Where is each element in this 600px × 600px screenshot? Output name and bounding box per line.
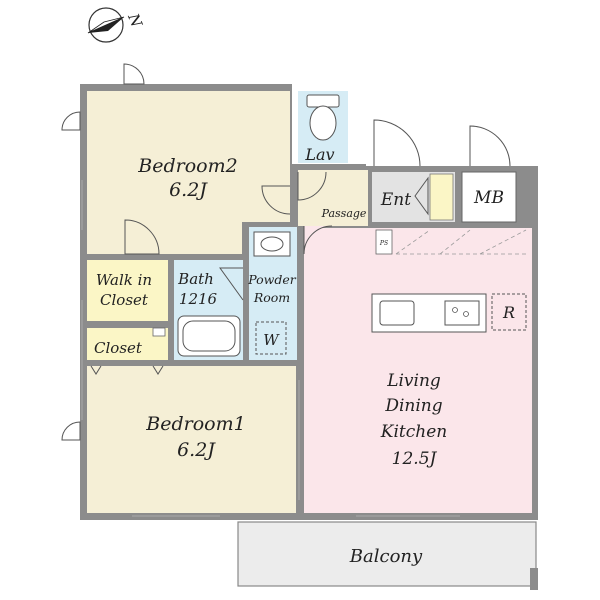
meter-box — [461, 171, 517, 223]
bedroom1-size: 6.2J — [177, 439, 216, 461]
bedroom2-size: 6.2J — [169, 179, 208, 201]
entrance-label: Ent — [380, 190, 411, 210]
passage-label: Passage — [321, 207, 367, 220]
ldk-line3: Kitchen — [380, 422, 447, 442]
kitchen-counter — [371, 293, 487, 333]
closet-label: Closet — [94, 339, 143, 357]
bath-line1: Bath — [177, 270, 214, 288]
powder-room-line1: Powder — [247, 272, 297, 287]
washer-space — [255, 321, 287, 355]
lav-label: Lav — [304, 145, 334, 164]
balcony-post — [530, 568, 538, 590]
balcony-floor — [237, 521, 537, 587]
ldk-line1: Living — [386, 371, 441, 391]
balcony-label: Balcony — [349, 546, 423, 567]
meter-box-label: MB — [473, 188, 504, 208]
bedroom2-lower-floor — [87, 222, 242, 254]
ldk-floor — [304, 228, 532, 513]
bedroom2-floor — [87, 91, 290, 222]
bedroom1-floor — [87, 366, 296, 513]
closet-vent — [152, 327, 166, 337]
pipe-shaft — [375, 229, 393, 255]
north-arrow-icon: N — [87, 7, 146, 43]
washbasin — [253, 231, 291, 257]
refrigerator-label: R — [502, 303, 515, 322]
shoe-cabinet — [429, 173, 454, 221]
bathtub — [177, 315, 241, 357]
bedroom1-name: Bedroom1 — [145, 413, 245, 435]
windows — [81, 180, 460, 517]
washer-label: W — [263, 331, 280, 349]
toilet — [306, 94, 340, 141]
walk-in-closet-floor — [87, 260, 168, 321]
walk-in-closet-line1: Walk in — [96, 271, 152, 289]
ldk-size: 12.5J — [392, 449, 438, 469]
bath-line2: 1216 — [179, 290, 218, 308]
compass-label: N — [124, 10, 146, 31]
walk-in-closet-line2: Closet — [100, 291, 149, 309]
room-labels: Bedroom2 6.2J Walk in Closet Closet Bedr… — [94, 145, 515, 567]
pipe-shaft-label: PS — [379, 240, 388, 247]
ldk-line2: Dining — [384, 396, 442, 416]
powder-room-line2: Room — [253, 290, 290, 305]
bedroom2-name: Bedroom2 — [137, 155, 237, 177]
refrigerator-space — [491, 293, 527, 331]
door-swings — [61, 63, 511, 441]
